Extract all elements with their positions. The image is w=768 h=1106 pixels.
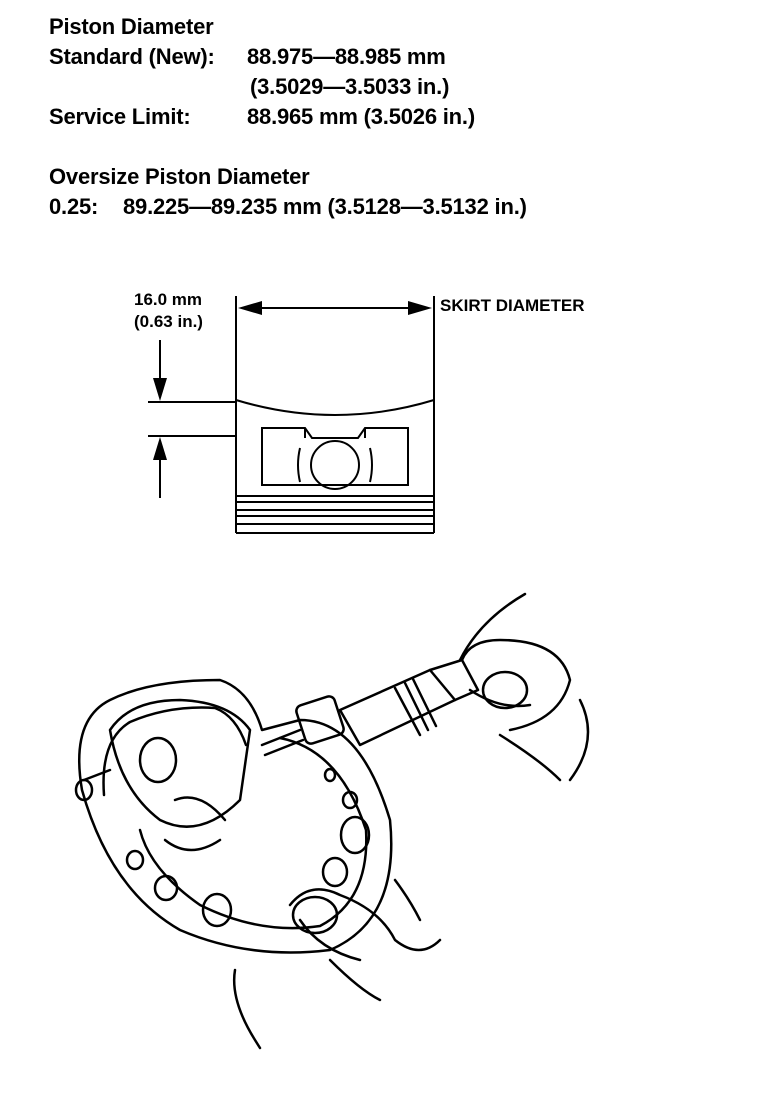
skirt-diameter-label: SKIRT DIAMETER [440,296,585,315]
standard-mm-value: 88.975—88.985 mm [247,44,446,69]
standard-inch-value: (3.5029—3.5033 in.) [250,74,450,99]
service-limit-value: 88.965 mm (3.5026 in.) [247,104,475,129]
standard-label: Standard (New): [49,44,215,69]
oversize-diameter-heading: Oversize Piston Diameter [49,164,310,189]
skirt-dimension-arrow [238,301,432,315]
oversize-label: 0.25: [49,194,99,219]
service-limit-label: Service Limit: [49,104,191,129]
offset-mm-label: 16.0 mm [134,290,203,309]
piston-diameter-heading: Piston Diameter [49,14,214,39]
offset-inch-label: (0.63 in.) [134,312,203,331]
oversize-value: 89.225—89.235 mm (3.5128—3.5132 in.) [123,194,527,219]
